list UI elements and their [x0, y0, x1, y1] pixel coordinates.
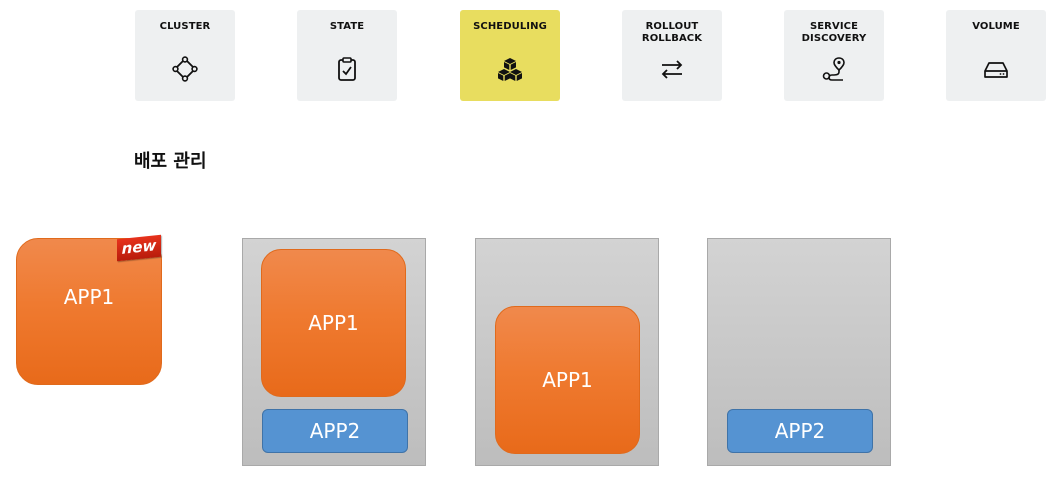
app-label: APP1: [308, 311, 359, 335]
tile-state[interactable]: STATE: [297, 10, 397, 101]
tile-label: SCHEDULING: [473, 21, 547, 32]
app2-box: APP2: [727, 409, 873, 453]
tile-label: SERVICE DISCOVERY: [801, 21, 867, 44]
app1-box: APP1: [495, 306, 640, 454]
tile-rollout-rollback[interactable]: ROLLOUT ROLLBACK: [622, 10, 722, 101]
tile-volume[interactable]: VOLUME: [946, 10, 1046, 101]
new-badge: new: [117, 234, 161, 262]
app1-box: APP1: [261, 249, 406, 397]
section-title: 배포 관리: [134, 151, 207, 172]
clipboard-check-icon: [338, 57, 356, 81]
tile-label: STATE: [329, 21, 365, 32]
node-2: APP1: [475, 238, 659, 466]
app-label: APP2: [774, 419, 826, 443]
storage-drive-icon: [984, 62, 1008, 78]
app2-box: APP2: [262, 409, 408, 453]
cluster-icon: [172, 56, 198, 82]
tile-label: CLUSTER: [159, 21, 211, 32]
tile-service-discovery[interactable]: SERVICE DISCOVERY: [784, 10, 884, 101]
tile-label: VOLUME: [972, 21, 1020, 32]
app-label: APP2: [309, 419, 361, 443]
new-app1-box: APP1: [16, 238, 162, 385]
node-3: APP2: [707, 238, 891, 466]
tile-scheduling[interactable]: SCHEDULING: [460, 10, 560, 101]
app-label: APP1: [542, 368, 593, 392]
boxes-icon: [498, 58, 522, 81]
app-label: APP1: [63, 284, 115, 309]
tile-label: ROLLOUT ROLLBACK: [641, 21, 703, 44]
route-pin-icon: [822, 57, 845, 81]
arrows-swap-icon: [661, 60, 683, 79]
node-1: APP1 APP2: [242, 238, 426, 466]
tile-cluster[interactable]: CLUSTER: [135, 10, 235, 101]
